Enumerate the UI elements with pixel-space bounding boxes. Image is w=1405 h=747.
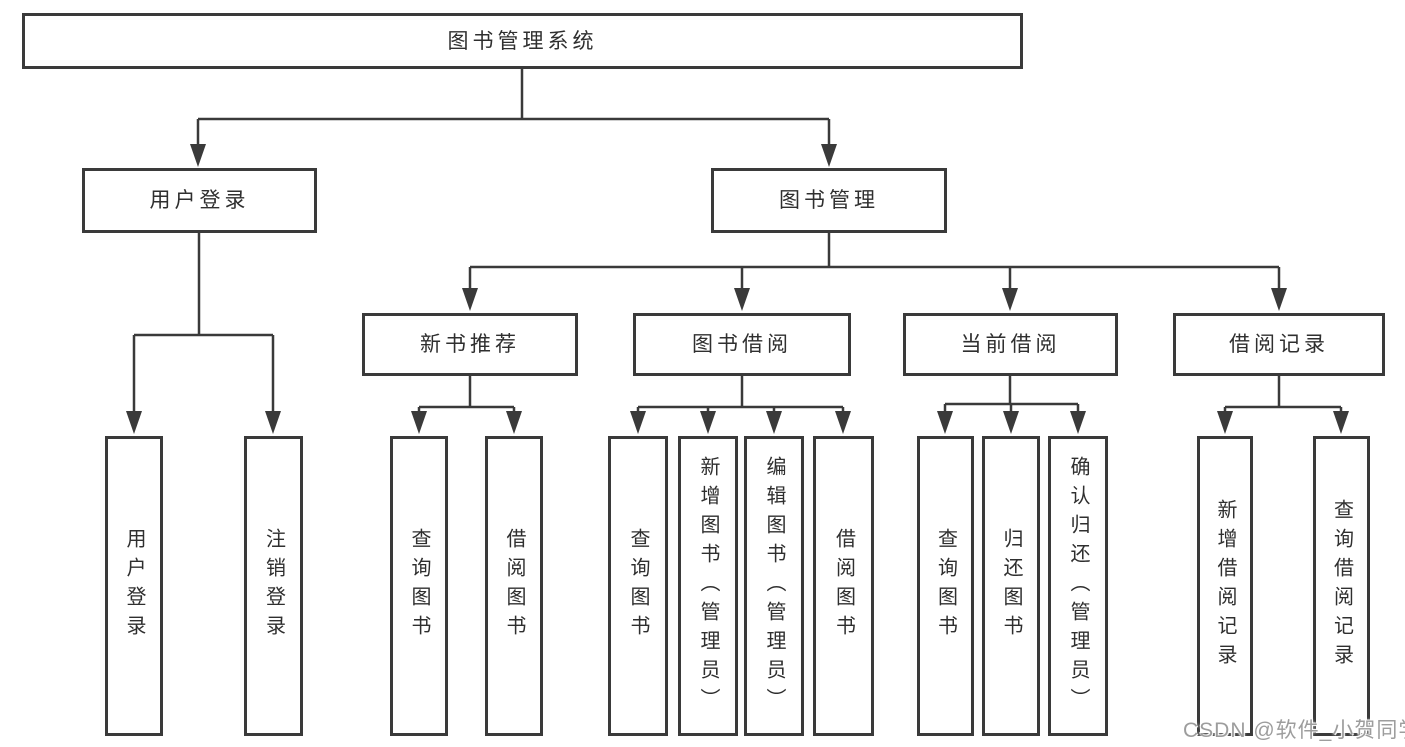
arrowhead-down-icon — [1271, 288, 1287, 311]
arrowhead-down-icon — [265, 411, 281, 434]
leaf-current-return-books: 归还图书 — [982, 436, 1040, 736]
connector-new-book-recommend — [417, 376, 516, 417]
arrowhead-down-icon — [1070, 411, 1086, 434]
arrowhead-down-icon — [462, 288, 478, 311]
leaf-current-confirm-return: 确认归还（管理员） — [1048, 436, 1108, 736]
arrowhead-down-icon — [506, 411, 522, 434]
node-label: 图书管理系统 — [447, 29, 598, 53]
leaf-current-query-books: 查询图书 — [917, 436, 974, 736]
arrowhead-down-icon — [411, 411, 427, 434]
arrowhead-down-icon — [126, 411, 142, 434]
node-borrow-records: 借阅记录 — [1173, 313, 1385, 376]
arrowhead-down-icon — [937, 411, 953, 434]
node-label: 查询图书 — [627, 528, 649, 644]
leaf-recommend-query-books: 查询图书 — [390, 436, 448, 736]
node-label: 新增图书（管理员） — [697, 455, 719, 717]
node-label: 借阅图书 — [503, 528, 525, 644]
leaf-records-query-record: 查询借阅记录 — [1313, 436, 1370, 736]
node-label: 查询图书 — [934, 528, 957, 644]
leaf-borrow-edit-books: 编辑图书（管理员） — [744, 436, 804, 736]
node-label: 用户登录 — [123, 528, 145, 644]
connector-root — [196, 69, 831, 150]
node-label: 图书借阅 — [692, 333, 792, 356]
arrowhead-down-icon — [700, 411, 716, 434]
node-label: 借阅图书 — [832, 528, 855, 644]
arrowhead-down-icon — [766, 411, 782, 434]
leaf-logout-login: 注销登录 — [244, 436, 303, 736]
node-label: 确认归还（管理员） — [1067, 455, 1089, 717]
leaf-records-add-record: 新增借阅记录 — [1197, 436, 1253, 736]
connector-book-management — [468, 233, 1281, 294]
node-book-management: 图书管理 — [711, 168, 947, 233]
node-label: 归还图书 — [1000, 528, 1022, 644]
node-label: 新增借阅记录 — [1214, 499, 1236, 673]
node-label: 注销登录 — [262, 528, 285, 644]
node-book-borrow: 图书借阅 — [633, 313, 851, 376]
node-user-login: 用户登录 — [82, 168, 317, 233]
connector-user-login — [132, 233, 275, 417]
leaf-user-login: 用户登录 — [105, 436, 163, 736]
leaf-borrow-add-books: 新增图书（管理员） — [678, 436, 738, 736]
leaf-borrow-query-books: 查询图书 — [608, 436, 668, 736]
arrowhead-down-icon — [734, 288, 750, 311]
leaf-borrow-borrow-books: 借阅图书 — [813, 436, 874, 736]
node-label: 当前借阅 — [960, 333, 1061, 356]
arrowhead-down-icon — [1217, 411, 1233, 434]
node-new-book-recommend: 新书推荐 — [362, 313, 578, 376]
leaf-recommend-borrow-books: 借阅图书 — [485, 436, 543, 736]
connector-borrow-records — [1223, 376, 1343, 417]
node-label: 借阅记录 — [1229, 333, 1329, 356]
arrowhead-down-icon — [821, 144, 837, 167]
arrowhead-down-icon — [1003, 411, 1019, 434]
node-label: 新书推荐 — [420, 333, 520, 356]
connector-book-borrow — [636, 376, 845, 417]
arrowhead-down-icon — [1002, 288, 1018, 311]
arrowhead-down-icon — [630, 411, 646, 434]
node-label: 查询图书 — [408, 528, 430, 644]
node-current-borrow: 当前借阅 — [903, 313, 1118, 376]
csdn-watermark: CSDN @软件_小贺同学 — [1183, 719, 1405, 742]
node-label: 编辑图书（管理员） — [763, 455, 785, 717]
node-label: 图书管理 — [779, 189, 879, 212]
node-label: 查询借阅记录 — [1330, 499, 1353, 673]
arrowhead-down-icon — [190, 144, 206, 167]
node-root: 图书管理系统 — [22, 13, 1023, 69]
connector-current-borrow — [943, 376, 1080, 417]
arrowhead-down-icon — [1333, 411, 1349, 434]
node-label: 用户登录 — [149, 189, 250, 212]
arrowhead-down-icon — [835, 411, 851, 434]
